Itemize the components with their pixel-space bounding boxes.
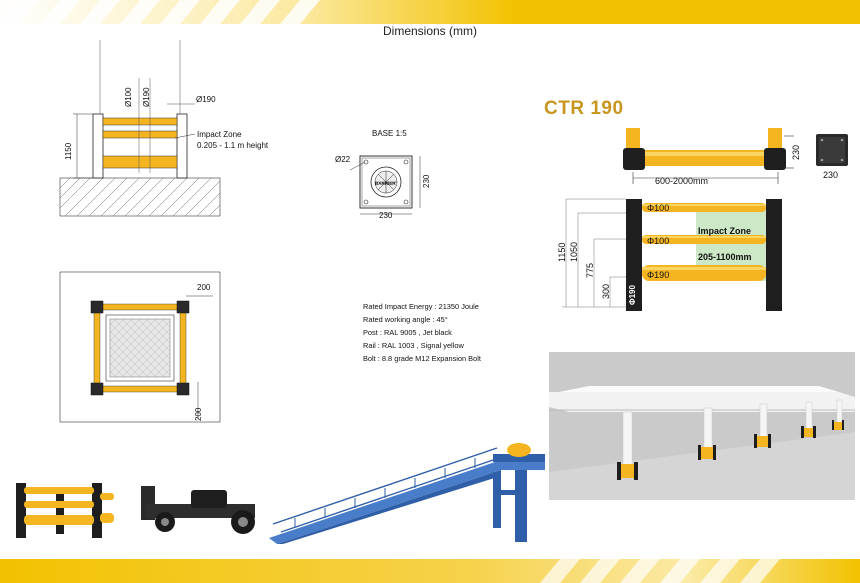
height-300: 300 (601, 283, 611, 299)
mezzanine-render (549, 352, 855, 500)
impact-zone-height: 0.205 - 1.1 m height (197, 141, 269, 150)
product-title: CTR 190 (544, 98, 624, 119)
dim-top-height: 230 (791, 144, 801, 160)
spec-bolt: Bolt : 8.8 grade M12 Expansion Bolt (363, 354, 481, 363)
product-front-render (562, 198, 782, 311)
spec-impact-energy: Rated Impact Energy : 21350 Joule (363, 302, 479, 311)
product-top-render (623, 128, 794, 184)
height-1150: 1150 (557, 242, 567, 262)
base-title: BASE 1:5 (372, 129, 407, 138)
dim-span: 600-2000mm (655, 176, 709, 186)
dim-base-width: 230 (379, 211, 393, 220)
page-title: Dimensions (mm) (382, 24, 477, 38)
dim-post-dia-b: Ø190 (142, 87, 151, 107)
front-elevation-drawing (59, 40, 221, 217)
base-plate-drawing (349, 155, 421, 215)
barrier-render (16, 483, 114, 538)
impact-zone-label: Impact Zone (698, 226, 752, 236)
dim-base-height: 230 (422, 174, 431, 188)
dim-front-height: 1150 (64, 142, 73, 160)
impact-zone-range: 205-1100mm (698, 252, 752, 262)
base-plate-render (816, 134, 848, 166)
dim-side-dia: Ø190 (196, 95, 216, 104)
base-logo-text: BARRIER (375, 181, 396, 186)
rail-mid-label: Φ100 (647, 236, 670, 246)
ramp-render (269, 443, 545, 544)
rail-top-label: Φ100 (647, 203, 670, 213)
specs-list: Rated Impact Energy : 21350 Joule Rated … (363, 300, 481, 365)
rail-low-label: Φ190 (647, 270, 670, 280)
dim-post-dia-a: Ø100 (124, 87, 133, 107)
tug-vehicle-render (141, 486, 255, 534)
bottom-decorative-band (0, 559, 860, 583)
height-775: 775 (585, 262, 595, 278)
dim-top-view-top: 200 (197, 283, 211, 292)
top-view-drawing (59, 271, 221, 423)
spec-rail-color: Rail : RAL 1003 , Signal yellow (363, 341, 464, 350)
post-dia-label: Φ190 (628, 285, 637, 305)
dim-top-view-side: 200 (194, 407, 203, 421)
spec-post-color: Post : RAL 9005 , Jet black (363, 328, 452, 337)
height-1050: 1050 (569, 241, 579, 262)
dim-base-size: 230 (823, 170, 839, 180)
impact-zone-title: Impact Zone (197, 130, 242, 139)
spec-working-angle: Rated working angle : 45° (363, 315, 448, 324)
top-decorative-band (0, 0, 860, 24)
dim-base-hole: Ø22 (335, 155, 351, 164)
